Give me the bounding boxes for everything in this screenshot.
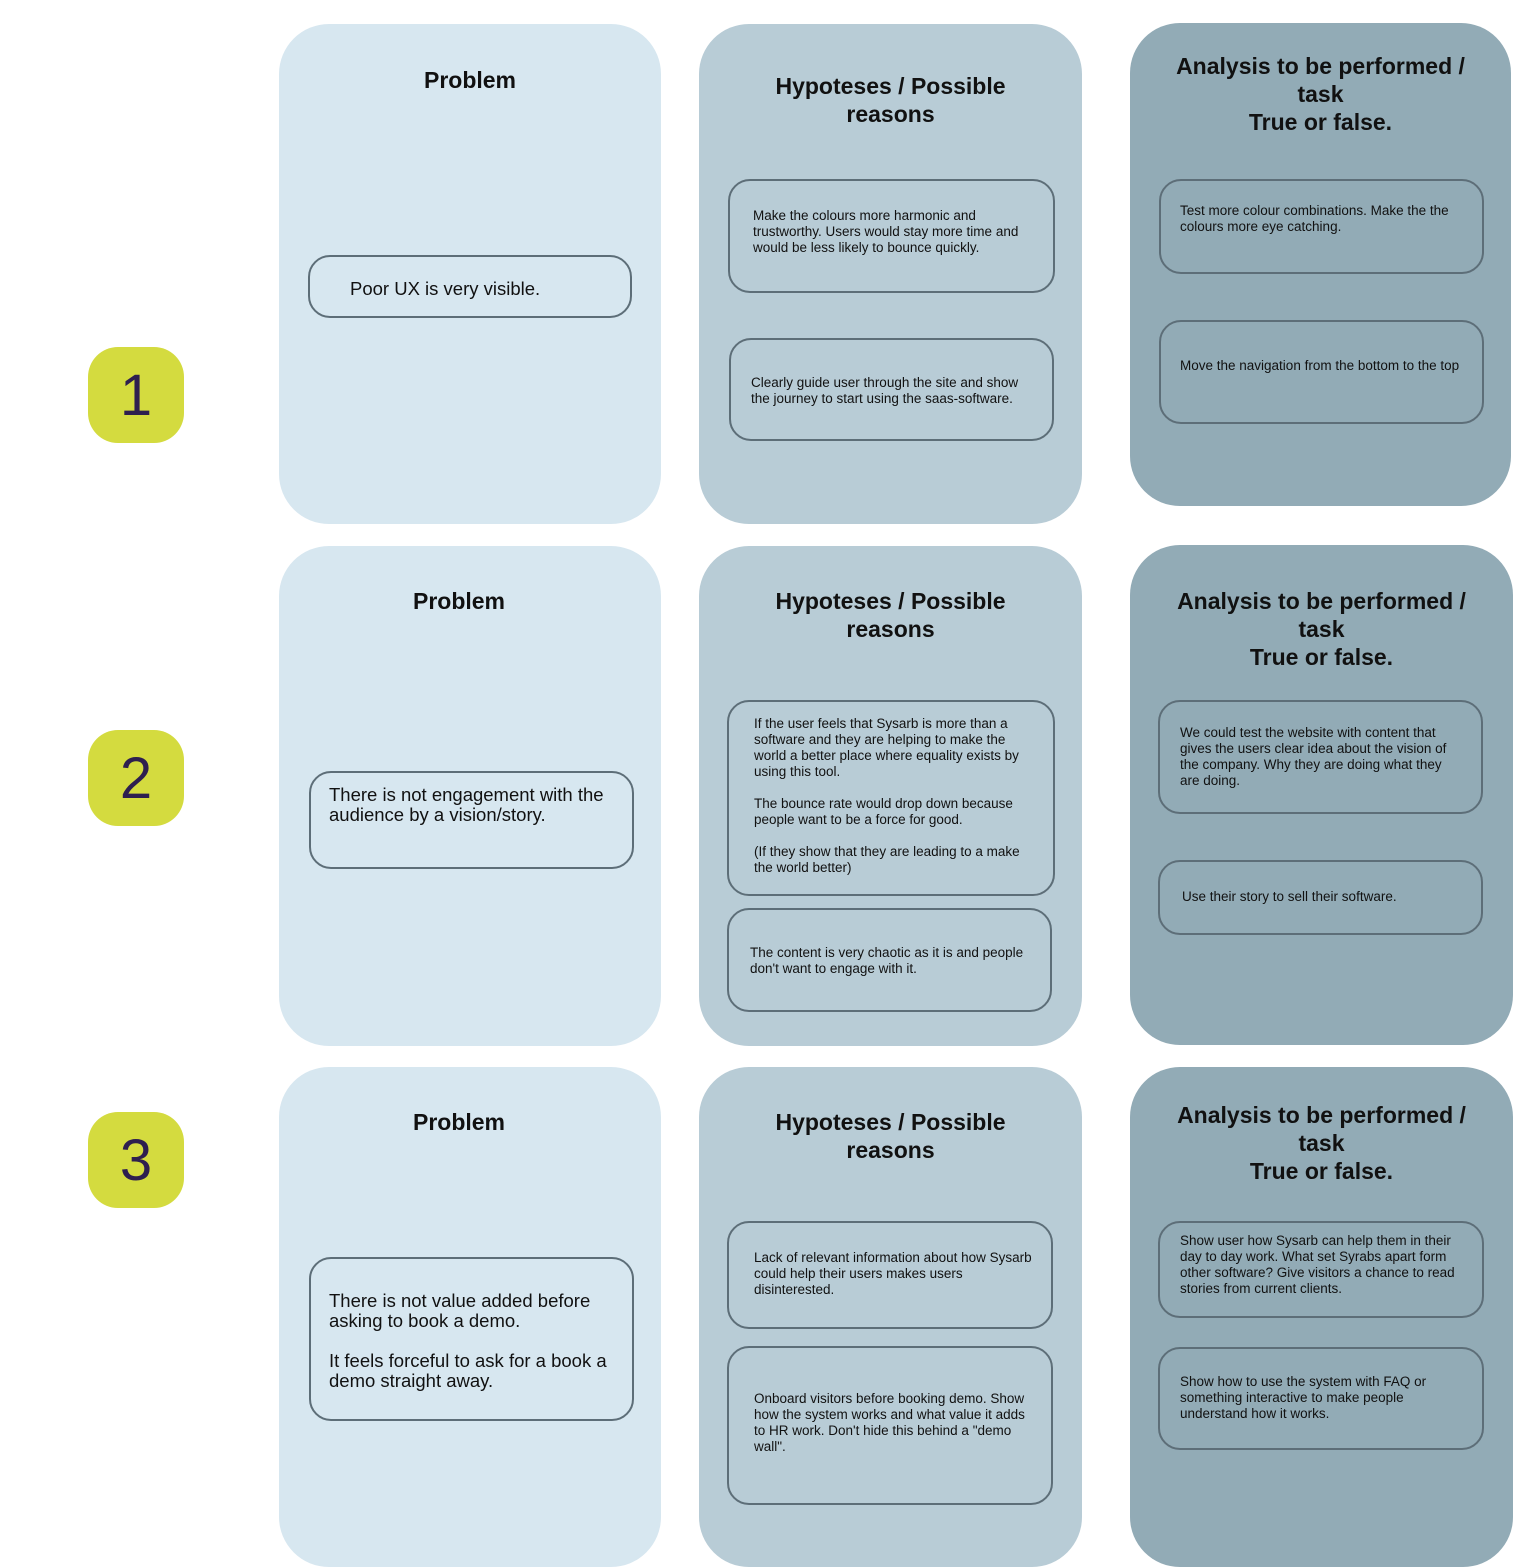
- panel-title: Hypoteses / Possible reasons: [775, 73, 1006, 127]
- row-number-badge: 1: [88, 347, 184, 443]
- hypothesis-note: Lack of relevant information about how S…: [727, 1221, 1053, 1329]
- analysis-panel: Analysis to be performed / task True or …: [1130, 545, 1513, 1045]
- analysis-panel: Analysis to be performed / task True or …: [1130, 1067, 1513, 1567]
- hypothesis-note: Make the colours more harmonic and trust…: [728, 179, 1055, 293]
- problem-note: There is not value added before asking t…: [309, 1257, 634, 1421]
- hypothesis-note: If the user feels that Sysarb is more th…: [727, 700, 1055, 896]
- analysis-note: Show how to use the system with FAQ or s…: [1158, 1347, 1484, 1450]
- analysis-note: Test more colour combinations. Make the …: [1159, 179, 1484, 274]
- hypotheses-panel: Hypoteses / Possible reasons Make the co…: [699, 24, 1082, 524]
- problem-note: There is not engagement with the audienc…: [309, 771, 634, 869]
- panel-title: Analysis to be performed / task True or …: [1177, 1102, 1466, 1184]
- problem-panel: Problem Poor UX is very visible.: [279, 24, 661, 524]
- hypothesis-note: The content is very chaotic as it is and…: [727, 908, 1052, 1012]
- hypothesis-note: Clearly guide user through the site and …: [729, 338, 1054, 441]
- analysis-note: Show user how Sysarb can help them in th…: [1158, 1221, 1484, 1318]
- panel-title: Problem: [412, 1109, 506, 1135]
- panel-title: Analysis to be performed / task True or …: [1177, 588, 1466, 670]
- row-number-badge: 3: [88, 1112, 184, 1208]
- analysis-note: Move the navigation from the bottom to t…: [1159, 320, 1484, 424]
- panel-title: Analysis to be performed / task True or …: [1176, 53, 1465, 135]
- panel-title: Hypoteses / Possible reasons: [775, 1109, 1006, 1163]
- panel-title: Problem: [423, 67, 517, 93]
- panel-title: Hypoteses / Possible reasons: [775, 588, 1006, 642]
- analysis-note: We could test the website with content t…: [1158, 700, 1483, 814]
- row-number-badge: 2: [88, 730, 184, 826]
- problem-panel: Problem There is not engagement with the…: [279, 546, 661, 1046]
- analysis-note: Use their story to sell their software.: [1158, 860, 1483, 935]
- problem-note: Poor UX is very visible.: [308, 255, 632, 318]
- problem-panel: Problem There is not value added before …: [279, 1067, 661, 1567]
- hypotheses-panel: Hypoteses / Possible reasons Lack of rel…: [699, 1067, 1082, 1567]
- panel-title: Problem: [412, 588, 506, 614]
- hypotheses-panel: Hypoteses / Possible reasons If the user…: [699, 546, 1082, 1046]
- hypothesis-note: Onboard visitors before booking demo. Sh…: [727, 1346, 1053, 1505]
- analysis-panel: Analysis to be performed / task True or …: [1130, 23, 1511, 506]
